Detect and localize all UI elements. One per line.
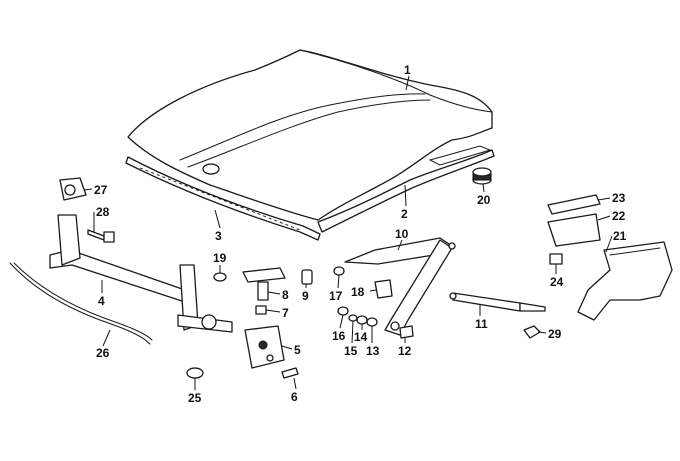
leader-3 (214, 209, 221, 229)
clip-12 (399, 325, 414, 339)
callout-25: 25 (188, 391, 202, 405)
callout-13: 13 (366, 344, 380, 358)
nut-13 (366, 317, 378, 327)
leader-18 (369, 289, 377, 292)
leader-16 (339, 314, 344, 329)
rubber-buffer (301, 269, 313, 285)
hinge-arm (344, 237, 456, 336)
callout-20: 20 (477, 193, 491, 207)
callout-17: 17 (329, 289, 343, 303)
callout-28: 28 (96, 205, 110, 219)
leader-8 (267, 291, 281, 295)
leader-17 (337, 274, 340, 289)
bolt-17 (333, 266, 345, 276)
hinge-bolt (87, 229, 115, 243)
rear-seal (317, 145, 495, 233)
callout-6: 6 (291, 390, 298, 404)
leader-26 (102, 329, 111, 347)
leader-29 (537, 331, 547, 334)
callout-10: 10 (395, 227, 409, 241)
leader-6 (293, 377, 297, 390)
clip-18 (374, 279, 393, 299)
front-seal (125, 156, 321, 241)
hood-hinge (577, 241, 673, 321)
callout-22: 22 (612, 209, 626, 223)
latch-bracket (242, 267, 286, 301)
nut-29 (523, 325, 541, 339)
washer-14 (356, 315, 368, 325)
cable-clip (59, 177, 87, 201)
callout-21: 21 (613, 229, 627, 243)
callout-12: 12 (398, 344, 412, 358)
leader-20 (482, 183, 485, 193)
callout-3: 3 (215, 229, 222, 243)
callout-8: 8 (282, 288, 289, 302)
callout-16: 16 (332, 329, 346, 343)
leader-22 (597, 215, 611, 221)
callout-5: 5 (294, 343, 301, 357)
gas-strut (449, 292, 546, 312)
leader-2 (404, 184, 407, 207)
callout-11: 11 (475, 317, 488, 331)
leader-5 (281, 345, 293, 350)
leader-15 (351, 320, 354, 344)
hood-panel (127, 49, 493, 221)
leader-1 (405, 75, 410, 91)
callout-15: 15 (344, 344, 358, 358)
callout-26: 26 (96, 346, 110, 360)
callout-18: 18 (351, 285, 365, 299)
leader-21 (605, 235, 613, 253)
callout-9: 9 (302, 289, 309, 303)
leader-23 (597, 197, 611, 201)
bolt-24 (549, 253, 563, 265)
callout-23: 23 (612, 191, 626, 205)
callout-7: 7 (282, 306, 289, 320)
hinge-plate-22 (547, 213, 601, 247)
nut-16 (337, 306, 349, 316)
callout-24: 24 (550, 275, 564, 289)
washer-15 (348, 314, 358, 322)
release-cable (9, 262, 153, 345)
callout-4: 4 (98, 294, 105, 308)
callout-14: 14 (354, 330, 368, 344)
callout-2: 2 (401, 207, 408, 221)
release-crossbar (49, 214, 233, 333)
nut-25 (186, 367, 204, 379)
callout-27: 27 (94, 183, 108, 197)
screw-7 (255, 305, 267, 315)
hood-lock (244, 325, 285, 369)
leader-10 (397, 239, 403, 251)
screw-6 (281, 367, 299, 379)
callout-29: 29 (548, 327, 562, 341)
bump-stop (472, 167, 492, 185)
callout-19: 19 (213, 251, 227, 265)
nut-19 (213, 272, 227, 282)
leader-7 (265, 309, 281, 313)
callout-1: 1 (404, 63, 411, 77)
hinge-plate-23 (547, 194, 601, 215)
leader-27 (83, 188, 93, 191)
